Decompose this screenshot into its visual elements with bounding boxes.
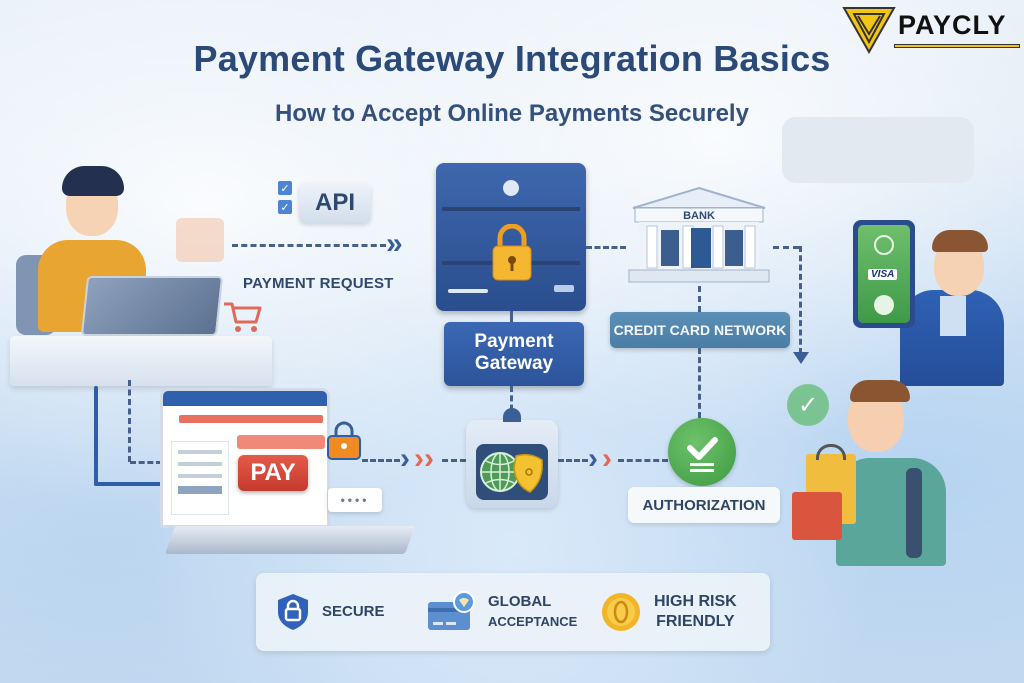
- double-chevron-icon: »: [386, 227, 403, 260]
- page-banner: [179, 415, 323, 423]
- network-auth-connector: [698, 348, 701, 418]
- pin-entry-field[interactable]: ••••: [328, 488, 382, 512]
- page-field: [237, 435, 325, 449]
- pay-button[interactable]: PAY: [238, 455, 308, 491]
- merchant-hair: [932, 230, 988, 252]
- pay-flow-connector: [362, 459, 400, 462]
- desk: [10, 336, 272, 386]
- feature-high-risk-friendly: HIGH RISK FRIENDLY: [600, 573, 737, 651]
- feature-global-acceptance: GLOBAL ACCEPTANCE: [426, 573, 577, 651]
- pay-flow-connector: [442, 459, 466, 462]
- checkout-laptop-keyboard: [164, 526, 416, 554]
- feature-label: SECURE: [322, 603, 385, 620]
- page-subtitle: How to Accept Online Payments Securely: [0, 100, 1024, 128]
- page-title-text: Payment Gateway Integration Basics: [193, 38, 831, 79]
- left-flow-line: [94, 482, 164, 486]
- bank-label: BANK: [683, 210, 715, 222]
- feature-secure: SECURE: [276, 573, 385, 651]
- shopping-bag-icon: [792, 492, 842, 540]
- bank-icon: BANK: [628, 186, 770, 283]
- api-badge: API: [299, 183, 371, 223]
- checkbox-icon: ✓: [278, 181, 292, 195]
- authorization-check-icon: [668, 418, 736, 486]
- backpack-strap: [906, 468, 922, 558]
- gateway-down-connector: [510, 386, 513, 420]
- payment-gateway-label: Payment: [474, 331, 554, 352]
- customer-hair: [62, 166, 124, 196]
- payment-request-label: PAYMENT REQUEST: [243, 275, 394, 292]
- payment-gateway-box: Payment Gateway: [444, 322, 584, 386]
- merchant-shirt: [940, 296, 966, 336]
- page-title: Payment Gateway Integration Basics: [0, 38, 1024, 80]
- globe-shield-icon: [480, 452, 543, 493]
- features-bar: SECURE GLOBAL ACCEPTANCE HIGH RISK FRIEN…: [256, 573, 770, 651]
- gold-coin-icon: [602, 593, 640, 631]
- auth-flow-connector: [558, 459, 588, 462]
- feature-text: HIGH RISK FRIENDLY: [654, 592, 737, 632]
- bag-handle: [816, 444, 846, 460]
- page-sidebar: [171, 441, 229, 515]
- gateway-bank-connector: [586, 246, 626, 249]
- chevron-icon: ›: [588, 442, 598, 475]
- left-dashed-connector: [128, 380, 131, 462]
- gateway-server: [436, 163, 586, 311]
- blank-panel: [782, 117, 974, 183]
- chevron-icon: ››: [414, 442, 434, 475]
- left-flow-line: [94, 386, 98, 486]
- authorization-label-box: AUTHORIZATION: [628, 487, 780, 523]
- logo-text: PAYCLY: [898, 10, 1007, 40]
- arrow-down-icon: [793, 352, 809, 364]
- shopping-cart-icon: [224, 302, 262, 332]
- success-check-icon: ✓: [787, 384, 829, 426]
- orange-padlock-icon: [327, 421, 361, 460]
- padlock-icon: [492, 224, 532, 281]
- request-connector: [232, 244, 386, 247]
- page-subtitle-text: How to Accept Online Payments Securely: [275, 100, 749, 127]
- feature-label: FRIENDLY: [656, 613, 735, 630]
- paycly-logo: PAYCLY: [842, 4, 1022, 56]
- left-dashed-connector: [130, 461, 162, 464]
- browser-bar: [163, 391, 327, 406]
- mobile-phone: VISA: [853, 220, 915, 328]
- chevron-icon: ›: [602, 442, 612, 475]
- server-slot: [448, 289, 488, 293]
- faint-document-icon: [176, 218, 224, 262]
- credit-card-network-box: CREDIT CARD NETWORK: [610, 312, 790, 348]
- shield-lock-icon: [278, 594, 308, 630]
- phone-screen: VISA: [858, 225, 910, 323]
- feature-label: HIGH RISK: [654, 593, 737, 610]
- server-slot: [554, 285, 574, 292]
- gateway-connector: [510, 311, 513, 322]
- bank-network-connector: [698, 286, 701, 312]
- pay-button-label: PAY: [250, 459, 296, 486]
- customer-laptop: [80, 276, 224, 336]
- bank-down-connector: [799, 246, 802, 354]
- bank-right-connector: [773, 246, 799, 249]
- server-divider: [442, 207, 580, 211]
- chevron-icon: ›: [400, 442, 410, 475]
- pin-mask: ••••: [340, 493, 370, 507]
- logo-triangle-icon: [842, 7, 896, 54]
- menu-circle-icon: [874, 295, 894, 315]
- card-globe-icon: [428, 591, 475, 630]
- feature-label: ACCEPTANCE: [488, 614, 578, 629]
- api-label: API: [314, 189, 355, 216]
- payment-success-icon: [874, 235, 894, 255]
- auth-flow-connector: [618, 459, 668, 462]
- shopper-hair: [850, 380, 910, 402]
- credit-card-network-label: CREDIT CARD NETWORK: [613, 322, 787, 338]
- feature-label: GLOBAL: [488, 593, 552, 610]
- server-indicator: [503, 180, 519, 196]
- logo-underline: [894, 44, 1020, 48]
- checkbox-icon: ✓: [278, 200, 292, 214]
- payment-gateway-label: Gateway: [474, 353, 554, 374]
- authorization-label: AUTHORIZATION: [642, 496, 766, 514]
- feature-text: GLOBAL ACCEPTANCE: [488, 592, 577, 632]
- tile-connector-cap: [503, 408, 521, 422]
- visa-logo: VISA: [868, 269, 898, 280]
